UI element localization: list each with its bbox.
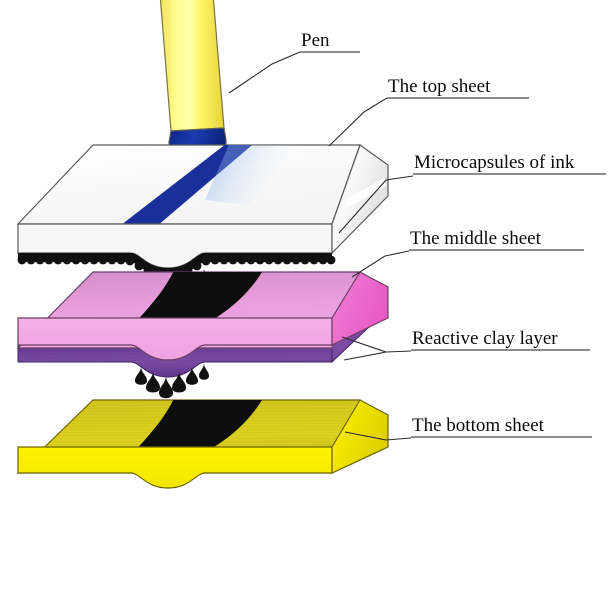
leader-line-bottom-sheet [344,431,412,441]
leader-lines [228,51,414,441]
ink-droplets-lower [135,363,209,399]
label-top-sheet: The top sheet [388,76,491,97]
leader-line-clay-layer [341,336,412,361]
top-sheet-ink-stroke [112,145,300,224]
leader-line-pen [228,51,301,94]
pen-body [159,0,225,132]
middle-sheet-group [16,271,389,399]
leader-line-microcapsules [338,175,414,234]
label-middle-sheet: The middle sheet [410,228,542,249]
top-sheet-highlight [345,178,386,208]
bottom-sheet-group [16,399,389,489]
bottom-sheet-right-face [331,399,389,474]
middle-sheet-right-face [331,271,389,346]
bottom-sheet-front-face [17,446,333,489]
middle-sheet-front-face [17,317,333,361]
leader-line-top-sheet [328,97,388,147]
label-pen: Pen [301,30,330,51]
leader-line-middle-sheet [351,250,410,278]
label-clay-layer: Reactive clay layer [412,328,558,349]
pen-graphic [159,0,227,171]
label-microcapsules: Microcapsules of ink [414,152,575,173]
label-bottom-sheet: The bottom sheet [412,415,545,436]
